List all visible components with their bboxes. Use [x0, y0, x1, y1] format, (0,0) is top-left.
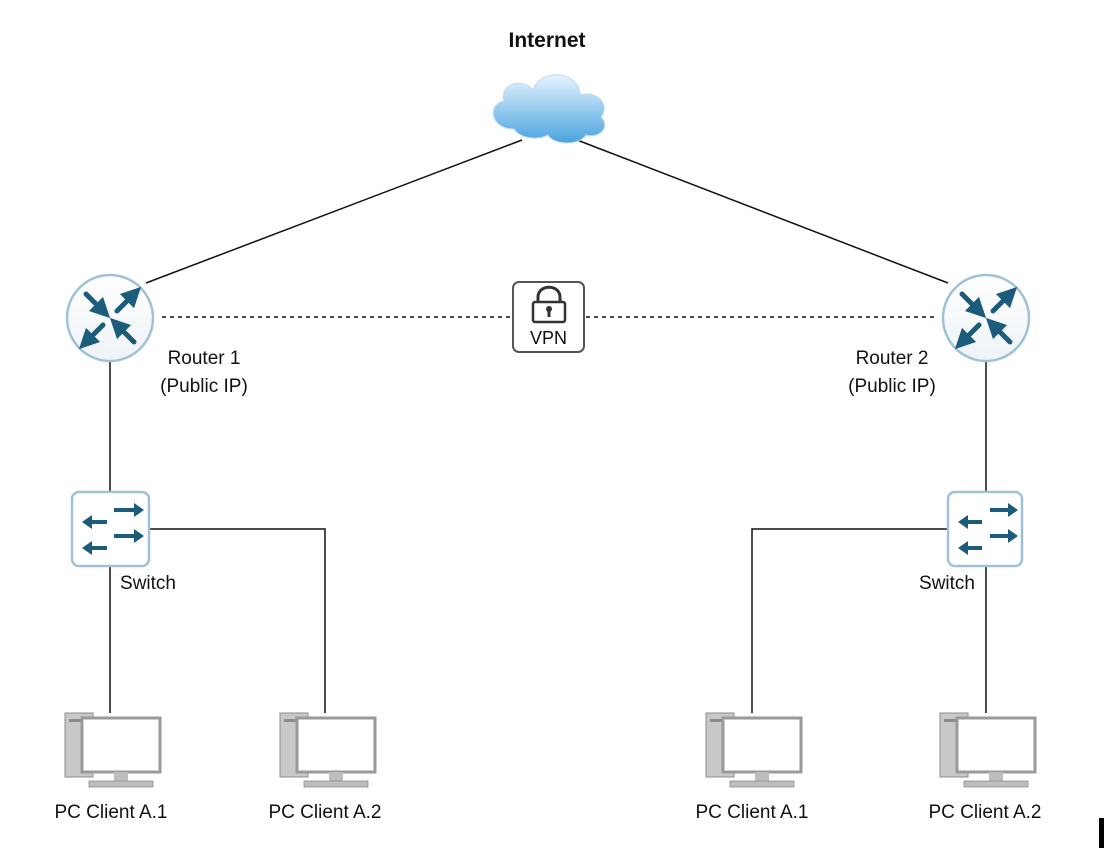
lock-icon — [531, 285, 567, 324]
desktop-pc-icon — [279, 712, 377, 788]
cloud-icon — [492, 74, 606, 144]
client-label: PC Client A.1 — [54, 802, 168, 823]
desktop-pc-icon — [64, 712, 162, 788]
vpn-badge — [512, 281, 585, 353]
router2-ip-note: (Public IP) — [848, 376, 936, 397]
link-switch-left-pc-a2 — [149, 528, 326, 713]
switch-left-label: Switch — [120, 573, 176, 594]
switch-icon — [70, 490, 151, 568]
link-internet-router2 — [576, 139, 949, 284]
router2-name: Router 2 — [855, 348, 929, 369]
connections — [109, 139, 987, 713]
desktop-pc-icon — [705, 712, 803, 788]
internet-label: Internet — [508, 29, 586, 52]
link-switch-right-pc-a1 — [751, 528, 948, 713]
client-label: PC Client A.1 — [695, 802, 809, 823]
text-cursor-mark — [1099, 818, 1104, 848]
switch-right-label: Switch — [919, 573, 975, 594]
switch-icon — [946, 490, 1024, 568]
client-label: PC Client A.2 — [268, 802, 382, 823]
router1-name: Router 1 — [167, 348, 241, 369]
router-icon — [941, 273, 1031, 363]
vpn-label: VPN — [529, 328, 567, 348]
link-internet-router1 — [145, 139, 523, 284]
client-label: PC Client A.2 — [928, 802, 1042, 823]
router1-ip-note: (Public IP) — [160, 376, 248, 397]
router-icon — [65, 273, 155, 363]
desktop-pc-icon — [939, 712, 1037, 788]
